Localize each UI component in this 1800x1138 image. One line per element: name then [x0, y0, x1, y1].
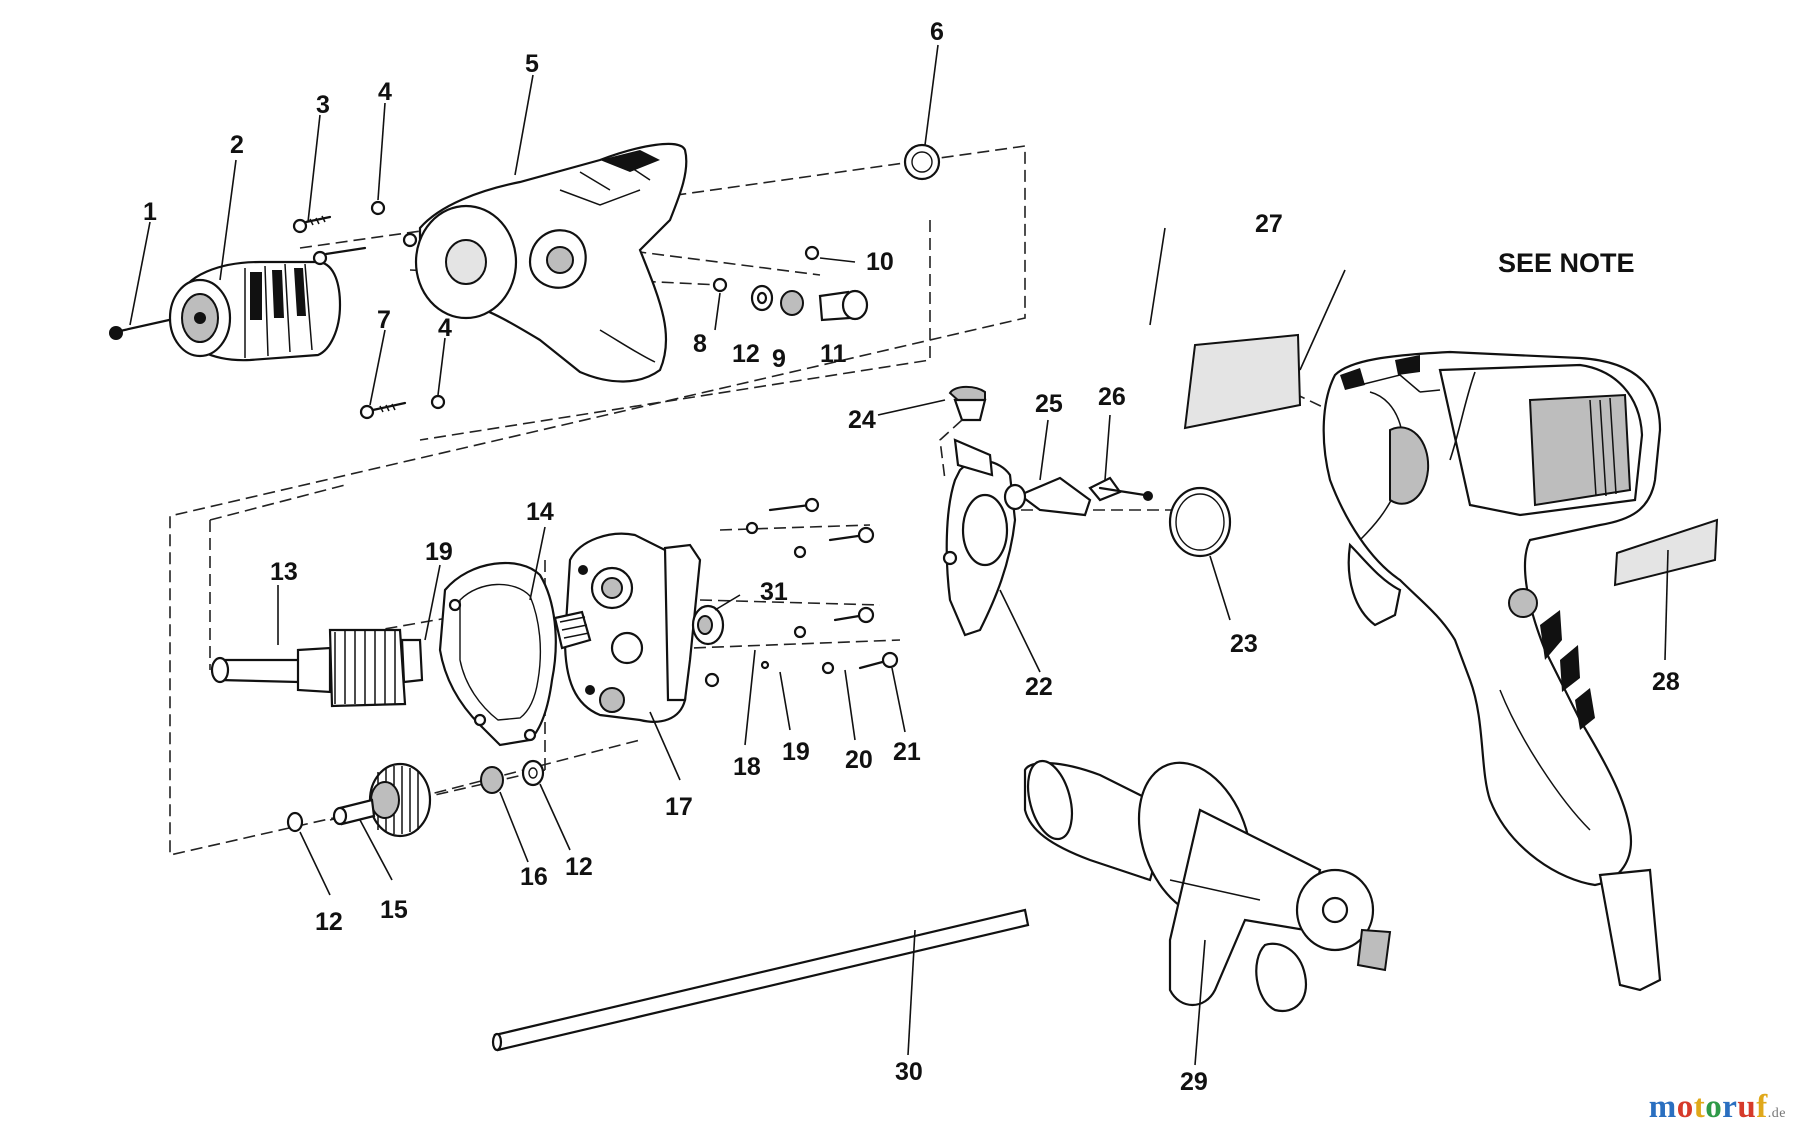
callout-9: 11 — [820, 340, 847, 368]
part-retaining-ring — [1168, 486, 1232, 558]
callout-6: 6 — [930, 18, 944, 46]
callout-19a: 19 — [425, 538, 453, 566]
callout-8: 10 — [866, 248, 894, 276]
watermark-letter: o — [1705, 1089, 1723, 1125]
part-gasket — [438, 561, 557, 747]
watermark-letter: r — [1722, 1089, 1738, 1125]
part-intermediate-gear — [286, 759, 545, 838]
callout-13: 13 — [270, 558, 298, 586]
watermark-suffix: .de — [1767, 1106, 1786, 1121]
part-keyless-chuck — [168, 260, 342, 362]
part-plate-screws — [704, 497, 899, 688]
part-chuck-screw — [109, 316, 180, 340]
part-switch-lever — [1003, 476, 1153, 517]
part-ring-6 — [903, 143, 941, 181]
callout-2: 2 — [230, 131, 244, 159]
callout-4b: 4 — [438, 314, 452, 342]
callout-12c: 12 — [315, 908, 343, 936]
callout-18: 18 — [733, 753, 761, 781]
callout-10: 8 — [693, 330, 707, 358]
part-bearing — [691, 604, 725, 646]
callout-31: 31 — [760, 578, 788, 606]
callout-11: 9 — [772, 345, 786, 373]
callout-12b: 12 — [565, 853, 593, 881]
watermark-logo: motoruf.de — [1649, 1089, 1786, 1126]
part-side-handle — [1023, 759, 1392, 1013]
watermark-letter: m — [1648, 1089, 1677, 1125]
callout-27: 27 — [1255, 210, 1283, 238]
part-motor-bracket — [942, 438, 1017, 637]
assembly-dashed-lines — [169, 145, 1351, 857]
callout-16: 16 — [520, 863, 548, 891]
callout-4: 4 — [378, 78, 392, 106]
callout-14: 14 — [526, 498, 554, 526]
watermark-text: motoruf — [1649, 1089, 1768, 1125]
callout-17: 17 — [665, 793, 693, 821]
watermark-letter: o — [1676, 1089, 1694, 1125]
callout-5: 5 — [525, 50, 539, 78]
part-spindle — [210, 628, 424, 708]
callout-24: 24 — [848, 406, 876, 434]
part-depth-rod — [491, 908, 1030, 1052]
watermark-letter: t — [1693, 1089, 1706, 1125]
part-gear-case — [414, 142, 688, 383]
see-note-label: SEE NOTE — [1498, 248, 1635, 278]
part-label-27 — [1183, 333, 1302, 430]
callout-labels: 1 2 3 4 4 5 6 7 10 11 8 9 12 12 12 13 14… — [143, 18, 1680, 1096]
callout-23: 23 — [1230, 630, 1258, 658]
callout-25: 25 — [1035, 390, 1063, 418]
watermark-letter: f — [1756, 1089, 1768, 1125]
callout-15: 15 — [380, 896, 408, 924]
part-gearcase-screws — [292, 200, 446, 420]
callout-20: 20 — [845, 746, 873, 774]
callout-1: 1 — [143, 198, 157, 226]
part-small-hardware-top — [712, 245, 869, 322]
callout-21: 21 — [893, 738, 921, 766]
part-switch-button — [939, 385, 987, 481]
callout-30: 30 — [895, 1058, 923, 1086]
callout-3: 3 — [316, 91, 330, 119]
callout-29: 29 — [1180, 1068, 1208, 1096]
part-motor-housing — [1322, 350, 1662, 992]
part-label-28 — [1613, 518, 1719, 587]
callout-19b: 19 — [782, 738, 810, 766]
part-gear-plate — [553, 532, 702, 723]
callout-7: 7 — [377, 306, 391, 334]
callout-26: 26 — [1098, 383, 1126, 411]
callout-12a: 12 — [732, 340, 760, 368]
callout-28: 28 — [1652, 668, 1680, 696]
watermark-letter: u — [1737, 1089, 1757, 1125]
leader-lines — [129, 44, 1669, 1066]
callout-22: 22 — [1025, 673, 1053, 701]
